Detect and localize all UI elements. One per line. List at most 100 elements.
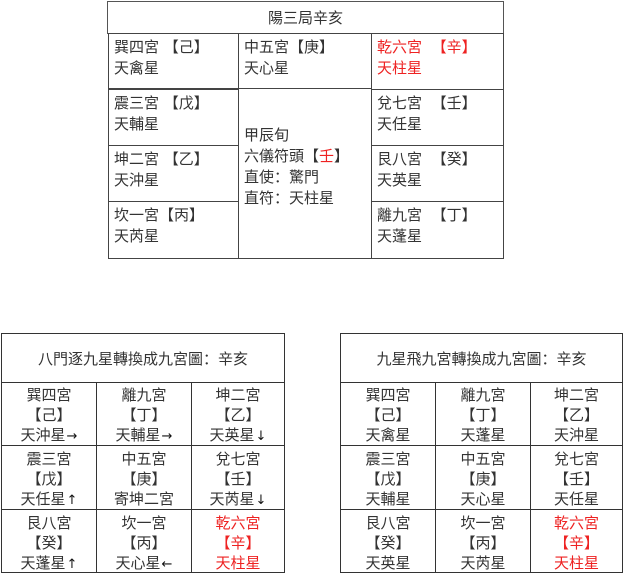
bracket-open: 【	[304, 146, 320, 165]
bracket-close: 】	[334, 146, 350, 165]
grid-cell-zhong5: 中五宮 【庚】 天心星	[436, 446, 531, 510]
palace-stem: 【辛】	[215, 534, 261, 552]
palace-box-li9: 離九宮 【丁】 天蓬星	[371, 201, 504, 259]
palace-box-zhen3: 震三宮 【戊】 天輔星	[108, 89, 239, 146]
fu-tou-label: 六儀符頭	[244, 146, 305, 165]
palace-stem: 【戊】	[365, 470, 411, 488]
palace-name: 中五宮	[244, 38, 290, 56]
palace-star: 天輔星	[365, 490, 411, 508]
palace-star: 天沖星	[114, 171, 160, 189]
palace-stem: 【乙】	[553, 406, 599, 424]
arrow-right-icon: →	[161, 429, 173, 444]
grid-cell-zhen3: 震三宮 【戊】 天任星↑	[2, 446, 97, 510]
grid-cell-kan1: 坎一宮 【丙】 天芮星	[436, 510, 531, 572]
palace-star: 天芮星	[209, 490, 255, 508]
palace-name: 坤二宮	[114, 150, 160, 168]
palace-name: 兌七宮	[553, 450, 599, 468]
palace-name: 坎一宮	[114, 206, 160, 224]
grid-cell-qian6: 乾六宮 【辛】 天柱星	[531, 510, 622, 572]
palace-name: 離九宮	[377, 206, 423, 224]
palace-name: 艮八宮	[365, 514, 411, 532]
palace-stem: 【丙】	[159, 206, 205, 224]
grid-cell-dui7: 兌七宮 【壬】 天任星	[531, 446, 622, 510]
palace-stem: 【壬】	[553, 470, 599, 488]
grid-cell-gen8: 艮八宮 【癸】 天英星	[341, 510, 436, 572]
palace-name: 坎一宮	[460, 514, 506, 532]
palace-stem: 【庚】	[121, 470, 167, 488]
palace-stem: 【辛】	[431, 38, 477, 56]
palace-stem: 【丁】	[121, 406, 167, 424]
top-chart-title: 陽三局辛亥	[107, 1, 504, 34]
arrow-left-icon: ←	[161, 557, 173, 572]
grid-cell-kun2: 坤二宮 【乙】 天英星↓	[192, 382, 284, 446]
grid-nine-stars: 九星飛九宮轉換成九宮圖：辛亥 巽四宮 【己】 天禽星 離九宮 【丁】 天蓬星 坤…	[340, 333, 623, 573]
grid-title-text: 八門逐九星轉換成九宮圖：辛亥	[37, 349, 248, 368]
palace-star: 天蓬星	[377, 227, 423, 245]
grid-eight-gates: 八門逐九星轉換成九宮圖：辛亥 巽四宮 【己】 天沖星→ 離九宮 【丁】 天輔星→…	[1, 333, 285, 573]
palace-box-qian6: 乾六宮 【辛】 天柱星	[371, 33, 504, 90]
palace-stem: 【己】	[163, 38, 209, 56]
palace-box-zhong5: 中五宮【庚】 天心星	[238, 33, 372, 89]
zhi-fu-label: 直符：天柱星	[244, 188, 335, 207]
palace-star: 天柱星	[377, 59, 423, 77]
palace-stem: 【癸】	[365, 534, 411, 552]
grid-cell-li9: 離九宮 【丁】 天蓬星	[436, 382, 531, 446]
palace-star: 天任星	[377, 115, 423, 133]
palace-star: 天任星	[20, 490, 66, 508]
palace-star: 天沖星	[553, 426, 599, 444]
arrow-up-icon: ↑	[66, 557, 78, 572]
palace-star: 天蓬星	[20, 554, 66, 572]
grid-title: 九星飛九宮轉換成九宮圖：辛亥	[341, 334, 622, 383]
palace-star: 天輔星	[114, 115, 160, 133]
palace-star: 天英星	[377, 171, 423, 189]
palace-stem: 【辛】	[553, 534, 599, 552]
xun-label: 甲辰旬	[244, 125, 290, 144]
palace-name: 坤二宮	[215, 386, 261, 404]
palace-name: 巽四宮	[26, 386, 72, 404]
palace-stem: 【庚】	[460, 470, 506, 488]
palace-star: 天心星	[244, 59, 290, 77]
arrow-right-icon: →	[66, 429, 78, 444]
grid-cell-zhen3: 震三宮 【戊】 天輔星	[341, 446, 436, 510]
palace-star: 天英星	[365, 554, 411, 572]
palace-star: 天任星	[553, 490, 599, 508]
grid-cell-li9: 離九宮 【丁】 天輔星→	[97, 382, 192, 446]
palace-name: 艮八宮	[377, 150, 423, 168]
palace-name: 中五宮	[460, 450, 506, 468]
palace-star: 天禽星	[114, 59, 160, 77]
palace-name: 乾六宮	[553, 514, 599, 532]
palace-name: 坎一宮	[121, 514, 167, 532]
palace-name: 兌七宮	[215, 450, 261, 468]
grid-cell-gen8: 艮八宮 【癸】 天蓬星↑	[2, 510, 97, 572]
palace-box-gen8: 艮八宮 【癸】 天英星	[371, 145, 504, 202]
arrow-down-icon: ↓	[255, 429, 267, 444]
palace-name: 震三宮	[26, 450, 72, 468]
palace-stem: 【丁】	[431, 206, 477, 224]
palace-stem: 【己】	[365, 406, 411, 424]
palace-name: 艮八宮	[26, 514, 72, 532]
palace-stem: 【乙】	[163, 150, 209, 168]
palace-name: 震三宮	[114, 94, 160, 112]
palace-name: 巽四宮	[114, 38, 160, 56]
palace-stem: 【乙】	[215, 406, 261, 424]
grid-title: 八門逐九星轉換成九宮圖：辛亥	[2, 334, 284, 383]
palace-star: 天心星	[460, 490, 506, 508]
palace-star: 天芮星	[114, 227, 160, 245]
palace-stem: 【壬】	[215, 470, 261, 488]
palace-stem: 【壬】	[431, 94, 477, 112]
grid-cell-xun4: 巽四宮 【己】 天沖星→	[2, 382, 97, 446]
palace-box-kun2: 坤二宮 【乙】 天沖星	[108, 145, 239, 202]
top-chart-title-text: 陽三局辛亥	[267, 9, 343, 27]
grid-cell-xun4: 巽四宮 【己】 天禽星	[341, 382, 436, 446]
palace-star: 天心星	[115, 554, 161, 572]
palace-stem: 【癸】	[431, 150, 477, 168]
palace-stem: 【戊】	[163, 94, 209, 112]
palace-name: 乾六宮	[215, 514, 261, 532]
palace-stem: 【丙】	[460, 534, 506, 552]
grid-title-text: 九星飛九宮轉換成九宮圖：辛亥	[376, 349, 587, 368]
palace-name: 離九宮	[460, 386, 506, 404]
fu-tou-stem: 壬	[319, 146, 335, 165]
palace-star: 寄坤二宮	[113, 490, 174, 508]
palace-name: 巽四宮	[365, 386, 411, 404]
palace-box-xun4: 巽四宮 【己】 天禽星	[108, 33, 239, 89]
